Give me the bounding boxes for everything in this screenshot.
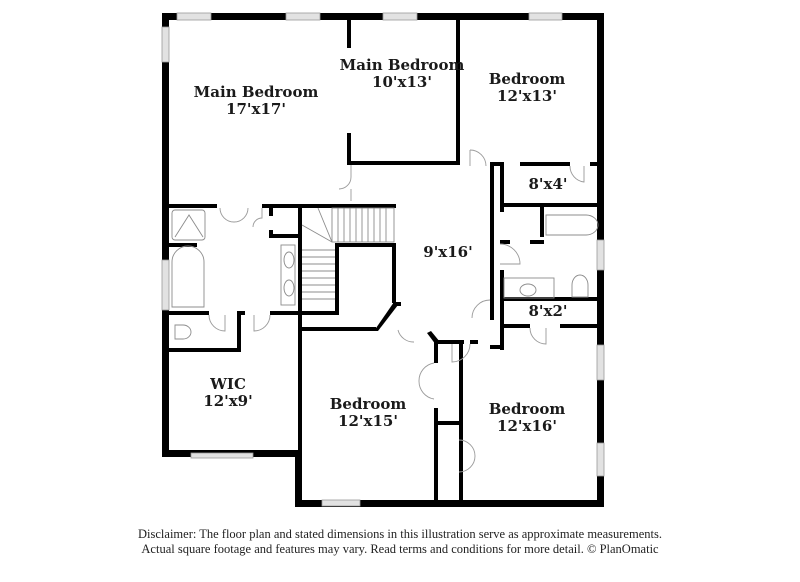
room-dims: 12'x15': [338, 412, 398, 430]
room-name: Main Bedroom: [339, 56, 465, 74]
room-dims: 12'x16': [497, 417, 557, 435]
disclaimer-line-2: Actual square footage and features may v…: [141, 542, 659, 556]
room-main-bedroom-10x13: Main Bedroom 10'x13': [340, 57, 465, 91]
room-name: Bedroom: [488, 400, 566, 418]
room-dims: 8'x2': [528, 302, 568, 320]
door-swings: [208, 149, 585, 473]
room-dims: 8'x4': [528, 175, 568, 193]
room-name: WIC: [210, 375, 246, 393]
windows: [161, 12, 605, 507]
room-dims: 9'x16': [423, 243, 473, 261]
room-name: Bedroom: [329, 395, 407, 413]
room-dims: 10'x13': [372, 73, 432, 91]
room-wic-12x9: WIC 12'x9': [203, 376, 252, 410]
room-dims: 12'x9': [203, 392, 253, 410]
floor-plan: [161, 12, 605, 507]
staircase: [301, 207, 395, 300]
fixtures: [171, 209, 599, 340]
disclaimer: Disclaimer: The floor plan and stated di…: [0, 527, 800, 557]
room-hall-9x16: 9'x16': [423, 244, 472, 261]
room-main-bedroom-17x17: Main Bedroom 17'x17': [194, 84, 319, 118]
interior-walls: [169, 20, 600, 500]
room-dims: 17'x17': [226, 100, 286, 118]
room-bedroom-12x13: Bedroom 12'x13': [489, 71, 566, 105]
room-name: Bedroom: [488, 70, 566, 88]
room-closet-8x4: 8'x4': [528, 176, 567, 193]
room-name: Main Bedroom: [193, 83, 319, 101]
disclaimer-line-1: Disclaimer: The floor plan and stated di…: [138, 527, 662, 541]
room-bedroom-12x15: Bedroom 12'x15': [330, 396, 407, 430]
room-closet-8x2: 8'x2': [528, 303, 567, 320]
room-bedroom-12x16: Bedroom 12'x16': [489, 401, 566, 435]
room-dims: 12'x13': [497, 87, 557, 105]
